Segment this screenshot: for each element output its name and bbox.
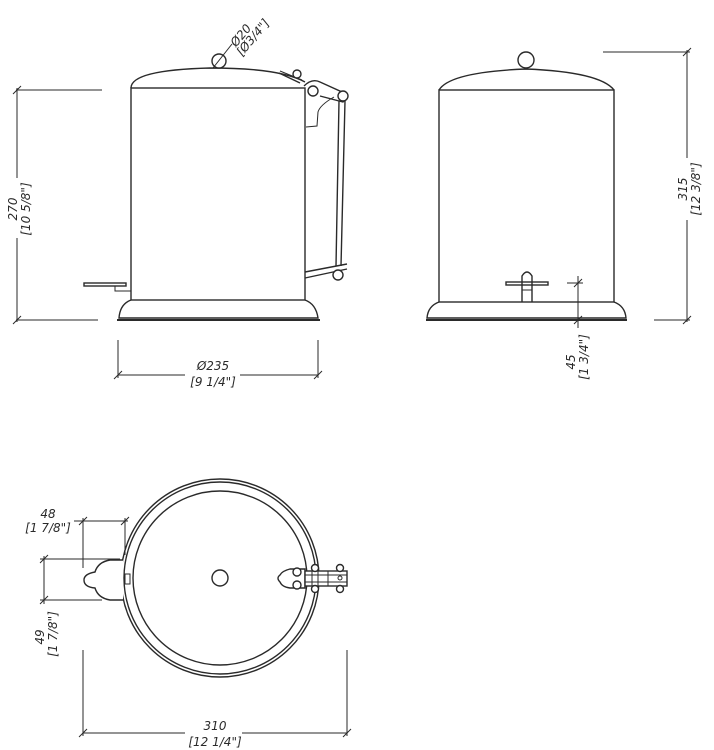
bin-body-front	[438, 89, 615, 303]
dim-pedal-width-inch: [1 7/8"]	[46, 611, 60, 657]
dim-pedal-height-inch: [1 3/4"]	[577, 334, 591, 380]
bin-base	[118, 299, 319, 319]
dim-pedal-width-mm: 49	[33, 629, 47, 644]
dim-base-inch: [9 1/4"]	[190, 375, 236, 389]
dim-total-height-inch: [12 3/8"]	[689, 162, 703, 216]
dim-body-height-mm: 270	[6, 197, 20, 220]
bin-body	[130, 87, 306, 301]
dim-base-diameter: Ø235 [9 1/4"]	[113, 340, 323, 389]
dim-body-height: 270 [10 5/8"]	[6, 85, 102, 325]
dim-total-height-mm: 315	[676, 178, 690, 201]
foot-pedal	[83, 282, 127, 287]
dim-total-depth-inch: [12 1/4"]	[188, 735, 242, 749]
pedal-top	[83, 559, 123, 601]
dim-total-depth-mm: 310	[204, 719, 227, 733]
lid-knob-front	[517, 51, 535, 69]
top-view	[83, 478, 348, 678]
dim-pedal-height-mm: 45	[564, 354, 578, 369]
dim-pedal-height: 45 [1 3/4"]	[564, 276, 591, 380]
dim-body-height-inch: [10 5/8"]	[19, 182, 33, 236]
knob-circle	[211, 569, 229, 587]
dim-base-mm: Ø235	[196, 359, 229, 373]
lid-dome	[130, 67, 306, 89]
side-view	[83, 53, 349, 321]
front-view	[426, 51, 627, 321]
hinge-top	[277, 563, 348, 594]
bin-base-front	[426, 301, 627, 319]
dim-pedal-depth-inch: [1 7/8"]	[25, 521, 71, 535]
lid-dome-front	[438, 68, 615, 91]
dim-total-depth: 310 [12 1/4"]	[78, 650, 352, 749]
pedal-rod	[335, 100, 346, 267]
dim-pedal-width: 49 [1 7/8"]	[33, 554, 120, 657]
foot-pedal-front	[505, 281, 549, 286]
dim-pedal-depth-mm: 48	[40, 507, 56, 521]
dim-pedal-depth: 48 [1 7/8"]	[25, 507, 130, 568]
dim-total-height: 315 [12 3/8"]	[603, 47, 703, 325]
